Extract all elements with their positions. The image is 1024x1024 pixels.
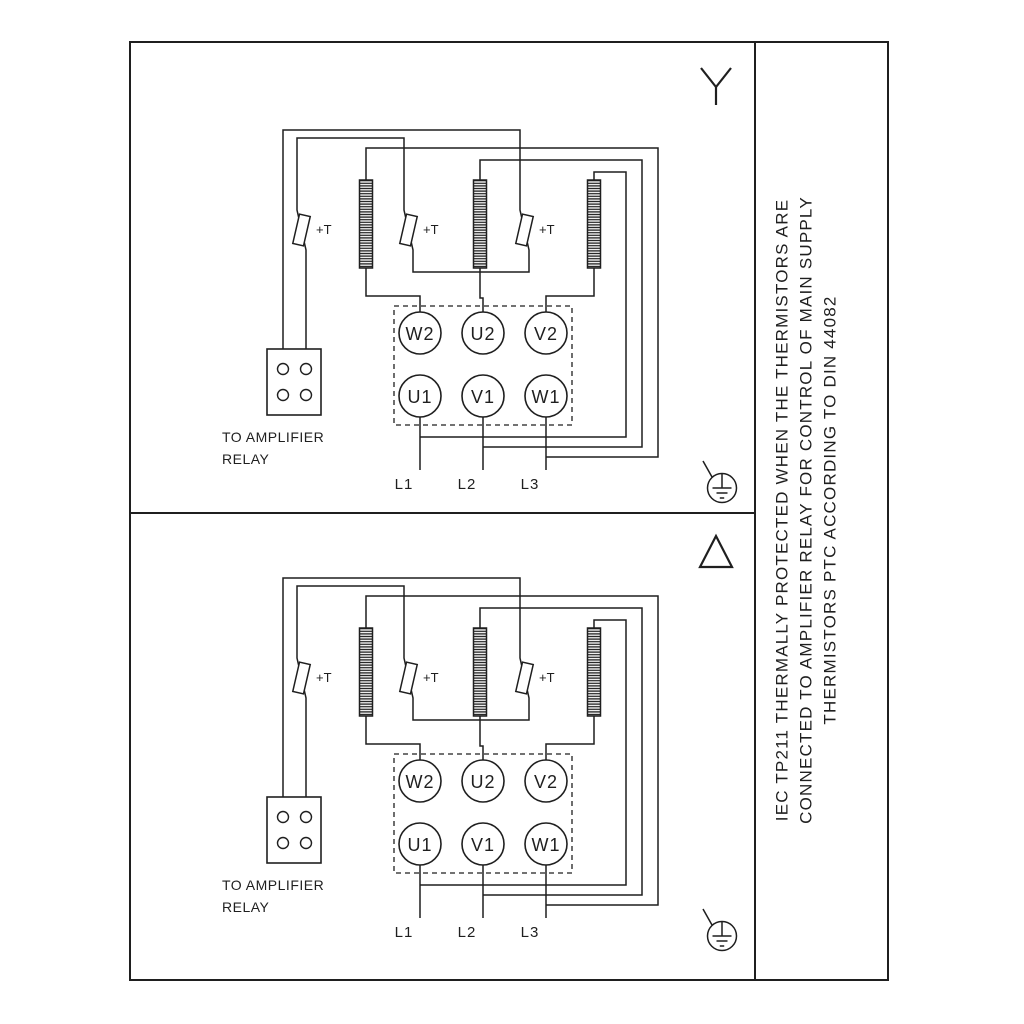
terminal-label: W2 [406, 324, 435, 344]
thermistor-chain-wire [282, 577, 530, 811]
terminal-label: U1 [407, 387, 432, 407]
supply-label-l2: L2 [458, 476, 477, 493]
thermistor-chain-wire [282, 129, 530, 363]
side-note-line: CONNECTED TO AMPLIFIER RELAY FOR CONTROL… [797, 196, 816, 824]
winding-bar [472, 179, 488, 269]
thermistor-icon [291, 661, 312, 695]
relay-caption-line1: TO AMPLIFIER [222, 429, 324, 445]
thermistor-icon [398, 661, 419, 695]
terminal-block-outline [393, 753, 573, 874]
winding-bar [586, 179, 602, 269]
winding-bar [586, 627, 602, 717]
thermistor-icon [514, 661, 535, 695]
panel-delta: +T +T +T TO AMPLIFIER RELAY W2 U2 V2 U1 … [222, 533, 738, 952]
side-note: IEC TP211 THERMALLY PROTECTED WHEN THE T… [773, 196, 840, 824]
winding-bar [358, 179, 374, 269]
thermistor-label: +T [539, 670, 555, 685]
side-note-line: THERMISTORS PTC ACCORDING TO DIN 44082 [821, 295, 840, 724]
thermistor-icon [514, 213, 535, 247]
winding-rail-1-wire [365, 147, 659, 458]
terminal-v2 [524, 759, 568, 803]
delta-icon [698, 533, 734, 569]
terminal-v1 [461, 822, 505, 866]
terminal-u2 [461, 759, 505, 803]
thermistor-icon [291, 213, 312, 247]
winding-link-wires [365, 268, 595, 312]
relay-contact [299, 388, 313, 402]
thermistor-label: +T [316, 222, 332, 237]
terminal-block-outline [393, 305, 573, 426]
winding-rail-2-wire [479, 159, 643, 448]
panel-star: +T +T +T TO AMPLIFIER RELAY W2 U2 V2 U1 … [222, 67, 738, 504]
relay-contact [299, 836, 313, 850]
relay-box [266, 796, 322, 864]
winding-rail-2-wire [479, 607, 643, 896]
supply-label-l1: L1 [395, 476, 414, 493]
terminal-label: V2 [534, 772, 558, 792]
winding-rail-3-wire [420, 619, 627, 886]
terminal-label: V2 [534, 324, 558, 344]
thermistor-label: +T [316, 670, 332, 685]
winding-link-wires [365, 716, 595, 760]
side-note-line: IEC TP211 THERMALLY PROTECTED WHEN THE T… [773, 199, 792, 821]
diagram-frame [129, 41, 889, 981]
terminal-w1 [524, 374, 568, 418]
terminal-w2 [398, 311, 442, 355]
terminal-label: W2 [406, 772, 435, 792]
relay-contact [299, 810, 313, 824]
terminal-u1 [398, 822, 442, 866]
terminal-v2 [524, 311, 568, 355]
relay-contact [299, 362, 313, 376]
terminal-w1 [524, 822, 568, 866]
terminal-label: U2 [470, 324, 495, 344]
terminal-label: V1 [471, 387, 495, 407]
thermistor-icon [398, 213, 419, 247]
thermistor-label: +T [539, 222, 555, 237]
winding-bar [472, 627, 488, 717]
winding-bar [358, 627, 374, 717]
terminal-label: W1 [532, 387, 561, 407]
supply-label-l2: L2 [458, 924, 477, 941]
supply-drop-wires [419, 865, 547, 918]
relay-contact [276, 362, 290, 376]
terminal-label: V1 [471, 835, 495, 855]
supply-label-l3: L3 [521, 924, 540, 941]
supply-label-l3: L3 [521, 476, 540, 493]
relay-caption-line1: TO AMPLIFIER [222, 877, 324, 893]
star-icon [700, 67, 732, 105]
terminal-u2 [461, 311, 505, 355]
winding-rail-3-wire [420, 171, 627, 438]
relay-contact [276, 388, 290, 402]
terminal-u1 [398, 374, 442, 418]
supply-label-l1: L1 [395, 924, 414, 941]
thermistor-label: +T [423, 222, 439, 237]
terminal-w2 [398, 759, 442, 803]
terminal-v1 [461, 374, 505, 418]
relay-contact [276, 836, 290, 850]
terminal-label: U1 [407, 835, 432, 855]
winding-rail-1-wire [365, 595, 659, 906]
relay-caption-line2: RELAY [222, 899, 270, 915]
terminal-label: U2 [470, 772, 495, 792]
relay-caption-line2: RELAY [222, 451, 270, 467]
ground-icon [702, 908, 738, 952]
terminal-label: W1 [532, 835, 561, 855]
relay-contact [276, 810, 290, 824]
thermistor-label: +T [423, 670, 439, 685]
supply-drop-wires [419, 417, 547, 470]
relay-box [266, 348, 322, 416]
ground-icon [702, 460, 738, 504]
